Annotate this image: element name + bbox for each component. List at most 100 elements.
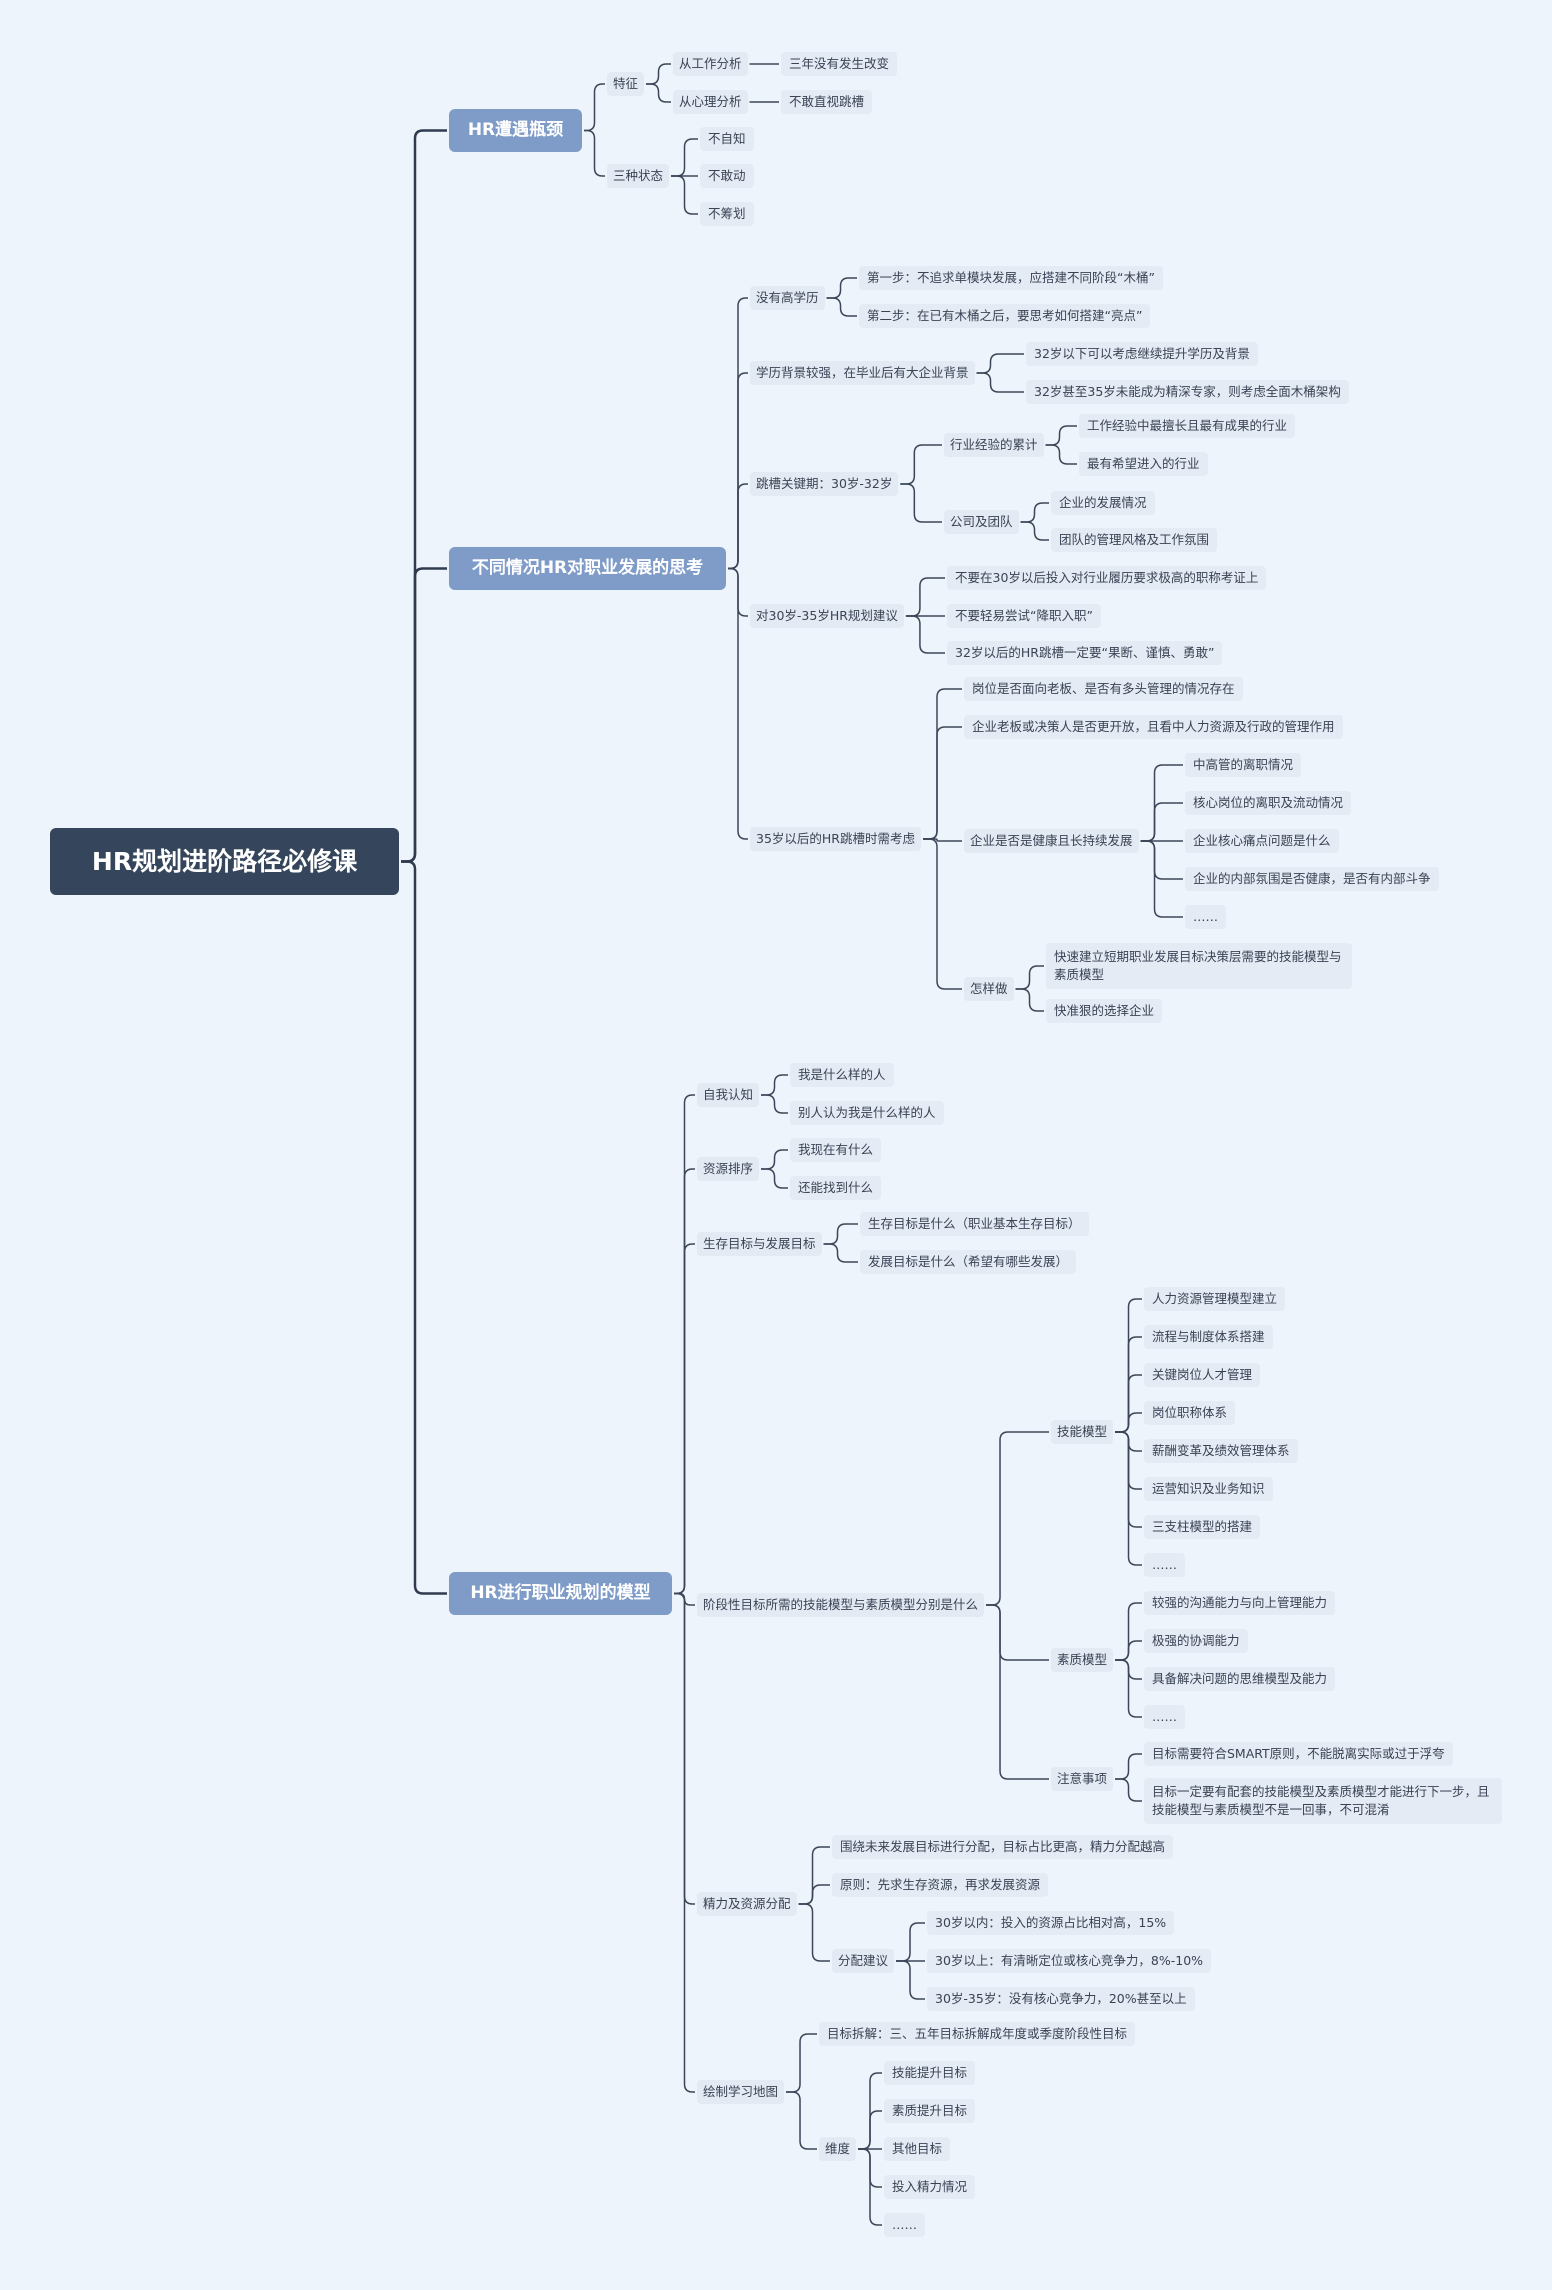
node-no-plan[interactable]: 不筹划: [700, 202, 754, 226]
connector-line: [761, 1074, 788, 1096]
connector-line: [1045, 425, 1077, 446]
node-after-32[interactable]: 32岁以后的HR跳槽一定要“果断、谨慎、勇敢”: [947, 641, 1223, 665]
node-company-team[interactable]: 公司及团队: [944, 510, 1019, 534]
node-stage-models[interactable]: 阶段性目标所需的技能模型与素质模型分别是什么: [697, 1593, 985, 1617]
node-job-boss[interactable]: 岗位是否面向老板、是否有多头管理的情况存在: [964, 677, 1243, 701]
branch-bottleneck[interactable]: HR遭遇瓶颈: [449, 109, 582, 152]
node-title-system[interactable]: 岗位职称体系: [1144, 1401, 1236, 1425]
node-communication[interactable]: 较强的沟通能力与向上管理能力: [1144, 1591, 1336, 1615]
node-principle[interactable]: 原则：先求生存资源，再求发展资源: [832, 1873, 1049, 1897]
node-coordination[interactable]: 极强的协调能力: [1144, 1629, 1248, 1653]
node-others-view[interactable]: 别人认为我是什么样的人: [790, 1101, 944, 1125]
node-skill-target[interactable]: 技能提升目标: [884, 2061, 976, 2085]
node-quality-model[interactable]: 素质模型: [1051, 1648, 1114, 1672]
node-no-jump[interactable]: 不敢直视跳槽: [781, 90, 873, 114]
node-future-goal[interactable]: 围绕未来发展目标进行分配，目标占比更高，精力分配越高: [832, 1835, 1174, 1859]
node-hr-model[interactable]: 人力资源管理模型建立: [1144, 1287, 1286, 1311]
node-who-am-i[interactable]: 我是什么样的人: [790, 1063, 894, 1087]
node-ops-knowledge[interactable]: 运营知识及业务知识: [1144, 1477, 1273, 1501]
connector-line: [761, 1149, 788, 1170]
node-strong-degree[interactable]: 学历背景较强，在毕业后有大企业背景: [750, 361, 975, 385]
node-quick-model[interactable]: 快速建立短期职业发展目标决策层需要的技能模型与素质模型: [1046, 943, 1352, 989]
connector-line: [900, 444, 942, 485]
node-ellipsis-health[interactable]: ……: [1185, 905, 1226, 929]
node-company-growth[interactable]: 企业的发展情况: [1051, 491, 1155, 515]
connector-line: [401, 129, 447, 863]
node-features[interactable]: 特征: [607, 72, 645, 96]
node-matching-models[interactable]: 目标一定要有配套的技能模型及素质模型才能进行下一步，且技能模型与素质模型不是一回…: [1144, 1778, 1502, 1824]
node-choose-company[interactable]: 快准狠的选择企业: [1046, 999, 1163, 1023]
node-no-degree[interactable]: 没有高学历: [750, 286, 825, 310]
connector-line: [896, 1960, 925, 2000]
node-core-turnover[interactable]: 核心岗位的离职及流动情况: [1185, 791, 1352, 815]
node-no-cert[interactable]: 不要在30岁以后投入对行业履历要求极高的职称考证上: [947, 566, 1267, 590]
node-no-demotion[interactable]: 不要轻易尝试“降职入职”: [947, 604, 1101, 628]
node-other-target[interactable]: 其他目标: [884, 2137, 951, 2161]
node-under-30[interactable]: 30岁以内：投入的资源占比相对高，15%: [927, 1911, 1175, 1935]
node-notes[interactable]: 注意事项: [1051, 1767, 1114, 1791]
node-learning-map[interactable]: 绘制学习地图: [697, 2080, 785, 2104]
node-survival-dev[interactable]: 生存目标与发展目标: [697, 1232, 822, 1256]
connector-line: [761, 1168, 788, 1189]
root-node[interactable]: HR规划进阶路径必修课: [50, 828, 399, 895]
node-ellipsis-dim[interactable]: ……: [884, 2213, 925, 2237]
connector-line: [761, 1094, 788, 1114]
node-three-years[interactable]: 三年没有发生改变: [781, 52, 898, 76]
node-dare-not[interactable]: 不敢动: [700, 164, 754, 188]
node-after-35[interactable]: 35岁以后的HR跳槽时需考虑: [750, 827, 921, 851]
node-internal-atmo[interactable]: 企业的内部氛围是否健康，是否有内部斗争: [1185, 867, 1439, 891]
connector-line: [1015, 965, 1044, 990]
node-pay-perf[interactable]: 薪酬变革及绩效管理体系: [1144, 1439, 1298, 1463]
node-skill-model[interactable]: 技能模型: [1051, 1420, 1114, 1444]
connector-line: [923, 726, 962, 840]
node-psych-analysis[interactable]: 从心理分析: [673, 90, 748, 114]
node-ellipsis-skill[interactable]: ……: [1144, 1553, 1185, 1577]
node-industry-exp[interactable]: 行业经验的累计: [944, 433, 1044, 457]
node-unaware[interactable]: 不自知: [700, 127, 754, 151]
node-under-32[interactable]: 32岁以下可以考虑继续提升学历及背景: [1026, 342, 1258, 366]
node-key-talent[interactable]: 关键岗位人才管理: [1144, 1363, 1261, 1387]
node-company-health[interactable]: 企业是否是健康且长持续发展: [964, 829, 1139, 853]
node-how-to[interactable]: 怎样做: [964, 977, 1014, 1001]
node-exec-turnover[interactable]: 中高管的离职情况: [1185, 753, 1302, 777]
node-resource-rank[interactable]: 资源排序: [697, 1157, 760, 1181]
node-over-30[interactable]: 30岁以上：有清晰定位或核心竞争力，8%-10%: [927, 1949, 1212, 1973]
node-key-period[interactable]: 跳槽关键期：30岁-32岁: [750, 472, 899, 496]
node-can-find[interactable]: 还能找到什么: [790, 1176, 882, 1200]
node-survival-goal[interactable]: 生存目标是什么（职业基本生存目标）: [860, 1212, 1089, 1236]
node-process-system[interactable]: 流程与制度体系搭建: [1144, 1325, 1273, 1349]
node-step-two[interactable]: 第二步：在已有木桶之后，要思考如何搭建“亮点”: [859, 304, 1151, 328]
node-30-35[interactable]: 30岁-35岁：没有核心竞争力，20%甚至以上: [927, 1987, 1195, 2011]
node-self-cognition[interactable]: 自我认知: [697, 1083, 760, 1107]
node-problem-solving[interactable]: 具备解决问题的思维模型及能力: [1144, 1667, 1336, 1691]
node-ellipsis-quality[interactable]: ……: [1144, 1705, 1185, 1729]
node-quality-target[interactable]: 素质提升目标: [884, 2099, 976, 2123]
node-energy-alloc[interactable]: 精力及资源分配: [697, 1892, 797, 1916]
node-smart[interactable]: 目标需要符合SMART原则，不能脱离实际或过于浮夸: [1144, 1742, 1453, 1766]
node-three-states[interactable]: 三种状态: [607, 164, 670, 188]
node-energy-input[interactable]: 投入精力情况: [884, 2175, 976, 2199]
node-have-now[interactable]: 我现在有什么: [790, 1138, 882, 1162]
connector-line: [858, 2110, 882, 2150]
connector-line: [1140, 802, 1183, 842]
node-32-35-expert[interactable]: 32岁甚至35岁未能成为精深专家，则考虑全面木桶架构: [1026, 380, 1349, 404]
node-three-pillars[interactable]: 三支柱模型的搭建: [1144, 1515, 1261, 1539]
node-hope-industry[interactable]: 最有希望进入的行业: [1079, 452, 1208, 476]
connector-line: [401, 860, 447, 1595]
node-alloc-advice[interactable]: 分配建议: [832, 1949, 895, 1973]
node-best-industry[interactable]: 工作经验中最擅长且最有成果的行业: [1079, 414, 1296, 438]
branch-model[interactable]: HR进行职业规划的模型: [449, 1572, 672, 1615]
node-team-style[interactable]: 团队的管理风格及工作氛围: [1051, 528, 1218, 552]
node-step-one[interactable]: 第一步：不追求单模块发展，应搭建不同阶段“木桶”: [859, 266, 1163, 290]
connector-line: [674, 1592, 695, 2093]
node-goal-breakdown[interactable]: 目标拆解：三、五年目标拆解成年度或季度阶段性目标: [819, 2022, 1136, 2046]
node-dev-goal[interactable]: 发展目标是什么（希望有哪些发展）: [860, 1250, 1077, 1274]
node-work-analysis[interactable]: 从工作分析: [673, 52, 748, 76]
connector-line: [1015, 988, 1044, 1012]
node-dimension[interactable]: 维度: [819, 2137, 857, 2161]
node-pain-points[interactable]: 企业核心痛点问题是什么: [1185, 829, 1339, 853]
node-30-35-advice[interactable]: 对30岁-35岁HR规划建议: [750, 604, 904, 628]
branch-thinking[interactable]: 不同情况HR对职业发展的思考: [449, 547, 726, 590]
node-boss-open[interactable]: 企业老板或决策人是否更开放，且看中人力资源及行政的管理作用: [964, 715, 1343, 739]
